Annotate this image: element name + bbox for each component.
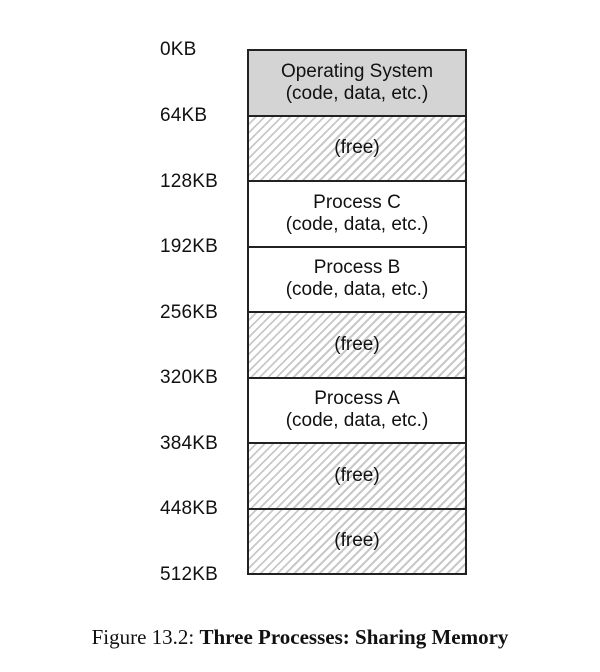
address-label-320kb: 320KB bbox=[160, 367, 219, 388]
figure-caption: Figure 13.2: Three Processes: Sharing Me… bbox=[0, 624, 600, 650]
address-label-0kb: 0KB bbox=[160, 39, 197, 60]
segment-operating-system: Operating System (code, data, etc.) bbox=[249, 51, 465, 117]
segment-title: Process C bbox=[313, 191, 401, 213]
segment-free-3: (free) bbox=[249, 444, 465, 510]
segment-process-c: Process C (code, data, etc.) bbox=[249, 182, 465, 248]
address-space-stack: Operating System (code, data, etc.) (fre… bbox=[247, 49, 467, 575]
segment-title: Process B bbox=[313, 257, 401, 279]
address-label-128kb: 128KB bbox=[160, 171, 219, 192]
address-label-64kb: 64KB bbox=[160, 105, 208, 126]
address-label-192kb: 192KB bbox=[160, 236, 219, 257]
address-label-448kb: 448KB bbox=[160, 498, 219, 519]
figure-number: Figure 13.2: bbox=[91, 625, 195, 649]
segment-subtitle: (code, data, etc.) bbox=[285, 410, 429, 432]
segment-title: (free) bbox=[334, 530, 380, 552]
figure-title: Three Processes: Sharing Memory bbox=[199, 625, 509, 649]
segment-title: Operating System bbox=[280, 60, 434, 82]
segment-title: (free) bbox=[334, 464, 380, 486]
segment-process-a: Process A (code, data, etc.) bbox=[249, 378, 465, 444]
address-label-512kb: 512KB bbox=[160, 564, 219, 585]
segment-subtitle: (code, data, etc.) bbox=[285, 213, 429, 235]
segment-title: (free) bbox=[334, 333, 380, 355]
segment-free-4: (free) bbox=[249, 509, 465, 573]
segment-process-b: Process B (code, data, etc.) bbox=[249, 247, 465, 313]
segment-title: (free) bbox=[334, 137, 380, 159]
segment-free-1: (free) bbox=[249, 116, 465, 182]
segment-subtitle: (code, data, etc.) bbox=[285, 279, 429, 301]
segment-free-2: (free) bbox=[249, 313, 465, 379]
segment-title: Process A bbox=[314, 388, 400, 410]
address-label-256kb: 256KB bbox=[160, 302, 219, 323]
address-label-384kb: 384KB bbox=[160, 433, 219, 454]
segment-subtitle: (code, data, etc.) bbox=[285, 82, 429, 104]
